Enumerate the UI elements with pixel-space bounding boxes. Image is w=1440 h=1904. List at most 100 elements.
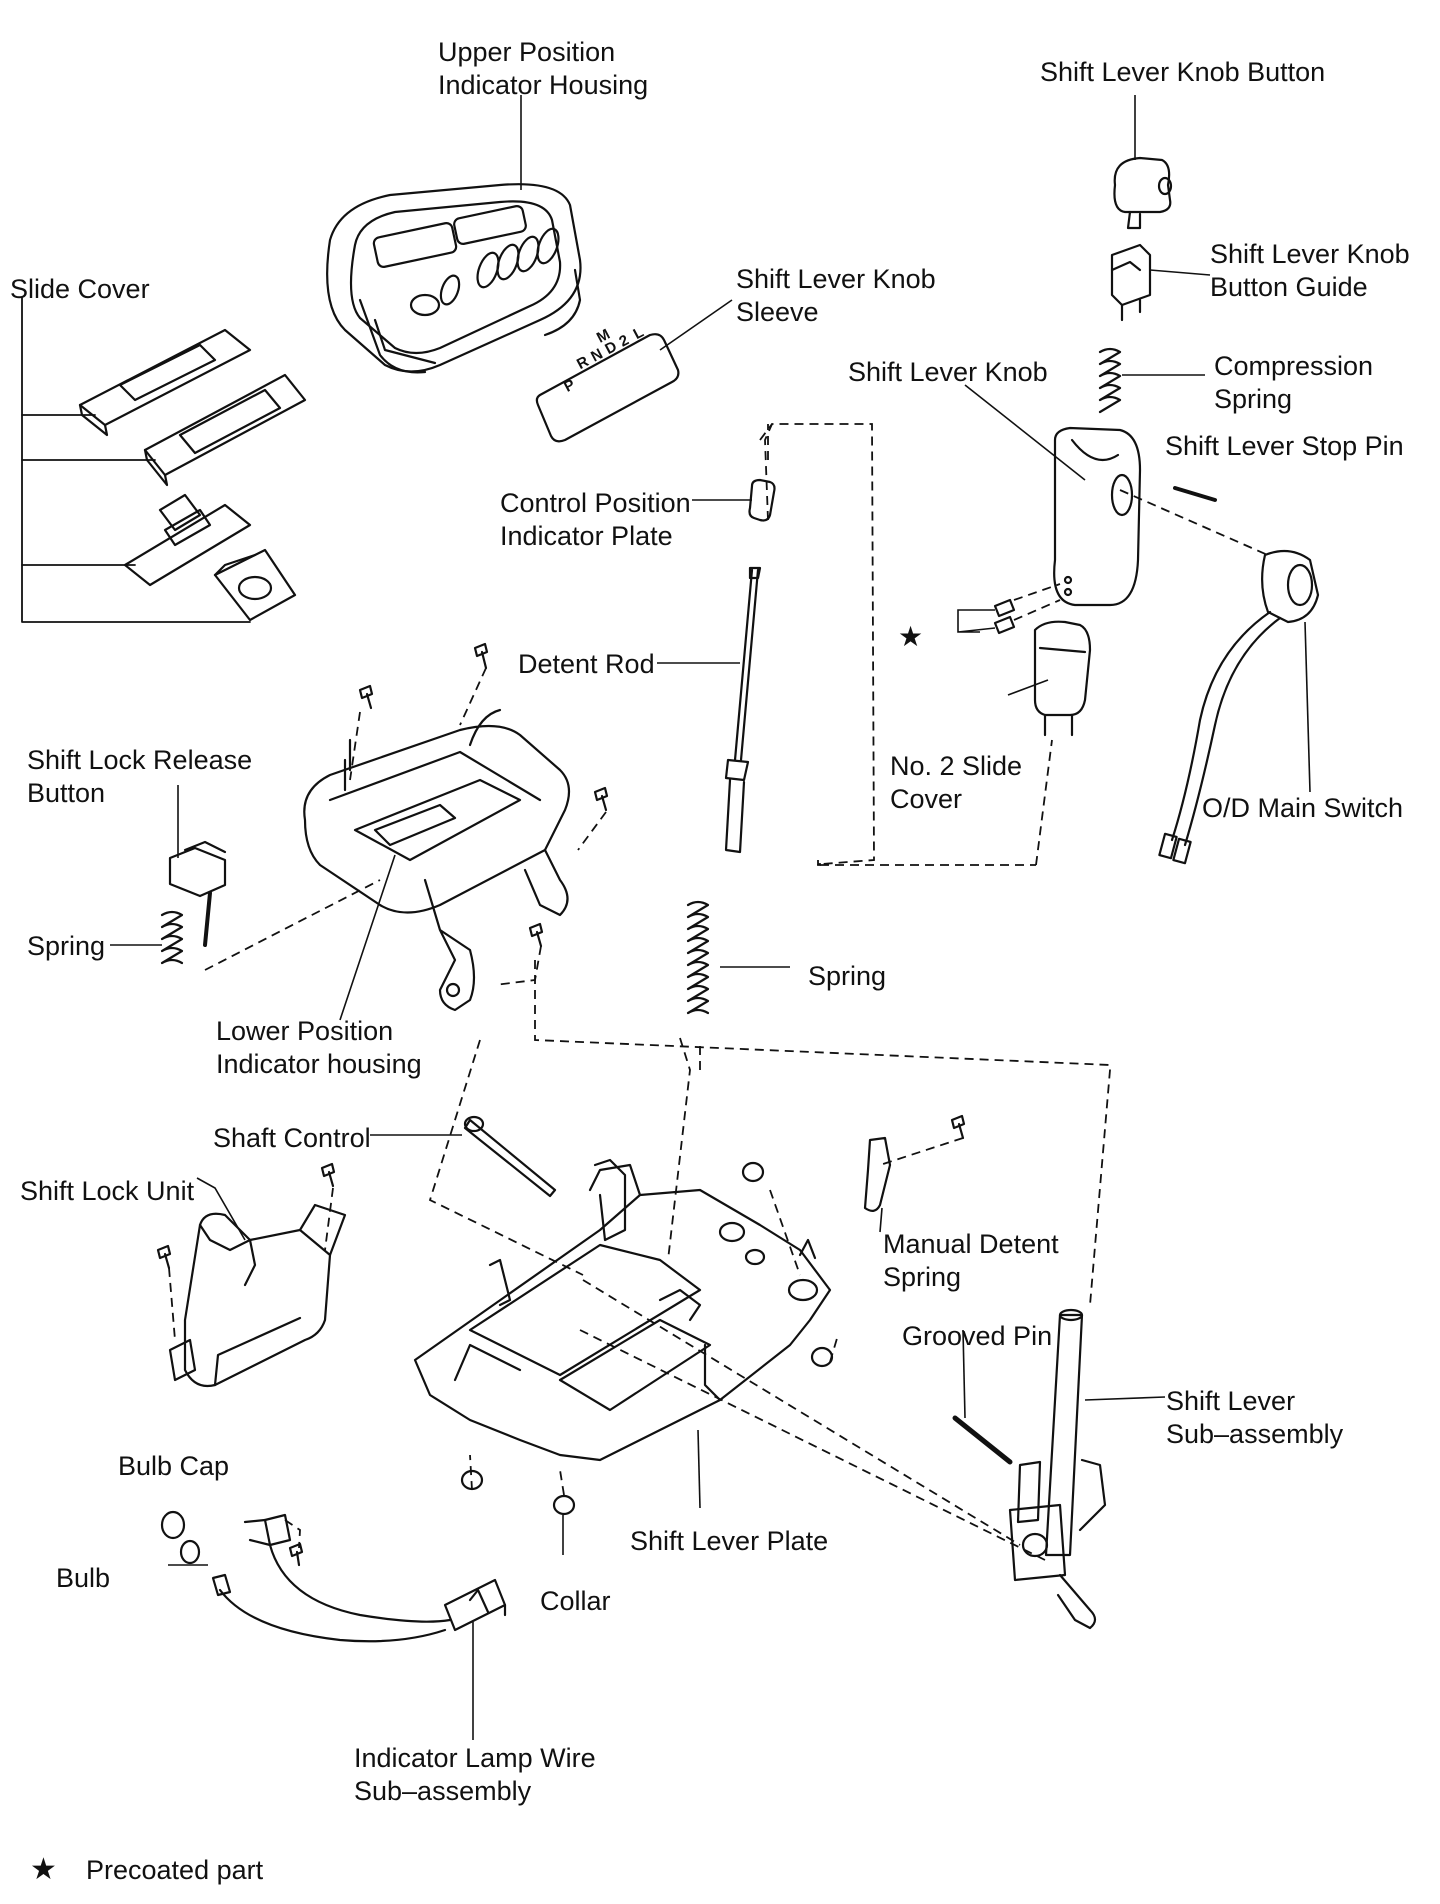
label-line: Button Guide: [1210, 272, 1368, 302]
label-indicator-wire: Indicator Lamp Wire Sub–assembly: [354, 1742, 596, 1808]
label-od-switch: O/D Main Switch: [1202, 792, 1403, 825]
no2-slide-cover-part: [1033, 620, 1092, 737]
gear-letter: 2: [616, 331, 632, 351]
label-line: Shift Lever Knob: [1210, 239, 1410, 269]
knob-button-guide-part: [1110, 243, 1152, 322]
label-line: Indicator Housing: [438, 70, 649, 100]
gear-letter: R: [573, 352, 592, 374]
label-line: Shift Lever Stop Pin: [1165, 431, 1404, 461]
label-shift-lever-knob: Shift Lever Knob: [848, 356, 1048, 389]
label-line: Detent Rod: [518, 649, 655, 679]
label-bulb-cap: Bulb Cap: [118, 1450, 229, 1483]
grooved-pin-part: [952, 1415, 1013, 1465]
screws: [156, 642, 966, 1567]
label-line: Spring: [27, 931, 106, 961]
knob-button-part: [1113, 156, 1173, 230]
label-line: Spring: [808, 961, 887, 991]
gear-letter: N: [588, 345, 606, 366]
label-line: Shift Lever: [1166, 1386, 1296, 1416]
label-slide-cover: Slide Cover: [10, 273, 150, 306]
left-spring-part: [160, 910, 184, 965]
label-line: Shaft Control: [213, 1123, 371, 1153]
label-line: Sub–assembly: [354, 1776, 532, 1806]
label-line: Shift Lever Knob: [848, 357, 1048, 387]
legend-text: Precoated part: [86, 1855, 264, 1885]
precoated-screws: [993, 598, 1016, 635]
label-shift-lever-sub: Shift Lever Sub–assembly: [1166, 1385, 1343, 1451]
label-line: Bulb Cap: [118, 1451, 230, 1481]
label-line: Slide Cover: [10, 274, 150, 304]
gear-letter: L: [630, 323, 647, 343]
lower-housing-part: [303, 708, 571, 1012]
detent-rod-part: [724, 566, 762, 854]
upper-housing-part: [326, 183, 582, 374]
label-shaft-control: Shaft Control: [213, 1122, 371, 1155]
label-line: Shift Lock Release: [27, 745, 253, 775]
label-line: Compression: [1214, 351, 1374, 381]
label-line: Spring: [883, 1262, 962, 1292]
shaft-control-part: [463, 1115, 557, 1198]
label-line: Sleeve: [736, 297, 819, 327]
shift-lever-plate-part: [413, 1158, 832, 1462]
label-line: Shift Lever Plate: [630, 1526, 829, 1556]
stop-pin-part: [1173, 486, 1217, 502]
label-compression-spring: Compression Spring: [1214, 350, 1373, 416]
star-icon: ★: [30, 1852, 57, 1887]
label-line: Indicator housing: [216, 1049, 422, 1079]
label-line: Cover: [890, 784, 963, 814]
label-line: Indicator Plate: [500, 521, 673, 551]
label-shift-lever-plate: Shift Lever Plate: [630, 1525, 828, 1558]
middle-spring-part: [686, 900, 710, 1015]
label-line: Upper Position: [438, 37, 616, 67]
label-collar: Collar: [540, 1585, 611, 1618]
label-line: Shift Lock Unit: [20, 1176, 195, 1206]
label-no2-slide-cover: No. 2 Slide Cover: [890, 750, 1022, 816]
od-switch-part: [1158, 549, 1320, 865]
label-line: Manual Detent: [883, 1229, 1059, 1259]
label-control-plate: Control Position Indicator Plate: [500, 487, 691, 553]
label-bulb: Bulb: [56, 1562, 110, 1595]
label-line: Indicator Lamp Wire: [354, 1743, 596, 1773]
label-lower-housing: Lower Position Indicator housing: [216, 1015, 422, 1081]
indicator-wire-part: [218, 1513, 507, 1643]
label-line: Shift Lever Knob: [736, 264, 936, 294]
shift-lock-unit-part: [168, 1203, 347, 1388]
label-manual-detent: Manual Detent Spring: [883, 1228, 1059, 1294]
leader-lines: [110, 95, 1311, 1740]
label-line: Spring: [1214, 384, 1293, 414]
label-line: Sub–assembly: [1166, 1419, 1344, 1449]
label-knob-sleeve: Shift Lever Knob Sleeve: [736, 263, 936, 329]
slide-cover-leaders: [21, 296, 251, 623]
control-plate-part: [748, 478, 776, 522]
label-spring-mid: Spring: [808, 960, 886, 993]
knob-sleeve-part: [535, 333, 680, 443]
bulb-cap-part: [160, 1510, 186, 1540]
shift-lever-sub-part: [1008, 1308, 1107, 1630]
shift-lock-release-part: [168, 840, 227, 947]
compression-spring-part: [1098, 347, 1122, 414]
shift-lever-knob-part: [1053, 426, 1142, 607]
label-line: O/D Main Switch: [1202, 793, 1404, 823]
label-line: Button: [27, 778, 106, 808]
label-line: Grooved Pin: [902, 1321, 1053, 1351]
label-line: Bulb: [56, 1563, 111, 1593]
label-grooved-pin: Grooved Pin: [902, 1320, 1052, 1353]
label-line: Control Position: [500, 488, 691, 518]
legend: ★ Precoated part: [30, 1852, 263, 1887]
label-line: Lower Position: [216, 1016, 394, 1046]
label-detent-rod: Detent Rod: [518, 648, 655, 681]
label-line: Shift Lever Knob Button: [1040, 57, 1326, 87]
alignment-dashes: [168, 423, 1271, 1561]
label-stop-pin: Shift Lever Stop Pin: [1165, 430, 1404, 463]
label-shift-lock-release: Shift Lock Release Button: [27, 744, 252, 810]
manual-detent-spring-part: [863, 1136, 892, 1212]
label-knob-button: Shift Lever Knob Button: [1040, 56, 1325, 89]
precoated-star-icon: ★: [898, 620, 924, 653]
label-line: Collar: [540, 1586, 611, 1616]
label-knob-button-guide: Shift Lever Knob Button Guide: [1210, 238, 1410, 304]
label-line: No. 2 Slide: [890, 751, 1023, 781]
label-spring-left: Spring: [27, 930, 105, 963]
label-upper-housing: Upper Position Indicator Housing: [438, 36, 648, 102]
